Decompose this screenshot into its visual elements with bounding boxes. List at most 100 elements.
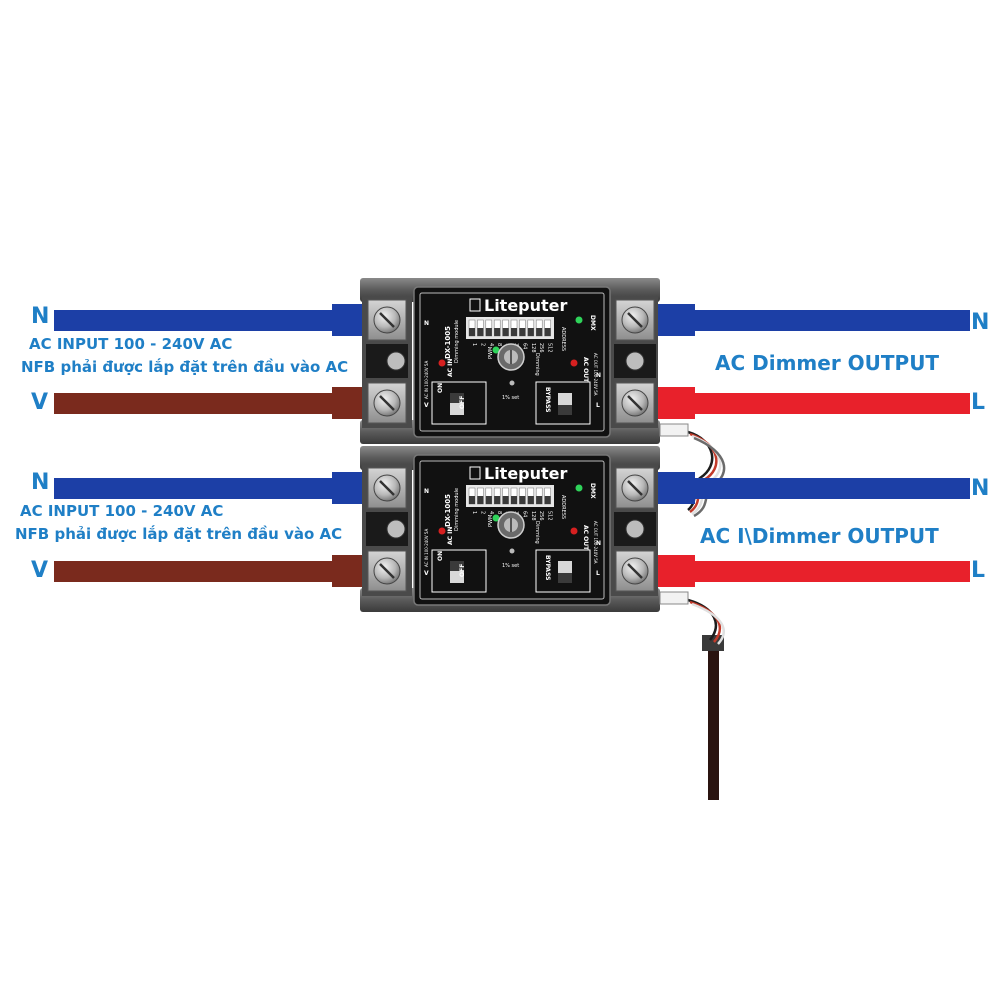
output-rating: AC OUT 100-240V 5A (593, 521, 598, 564)
output-line-wire (690, 561, 970, 582)
brand-mark-icon (469, 298, 481, 312)
dip-switch-lever (527, 496, 534, 504)
pwm-led-icon (492, 346, 500, 354)
dip-switch-lever (494, 328, 501, 336)
dip-switch-lever (469, 328, 475, 336)
dimming-label: Dimming (534, 353, 540, 376)
dip-value-label: 8 (496, 511, 502, 514)
dip-switch-lever (536, 328, 543, 336)
dip-switch-lever (485, 496, 492, 504)
dip-switch-lever (477, 496, 484, 504)
dip-value-label: 512 (547, 343, 553, 353)
output-line-wire (690, 393, 970, 414)
terminal-n-out-label: N (596, 540, 601, 547)
output-rating: AC OUT 100-240V 5A (593, 353, 598, 396)
dip-switch-lever (519, 328, 526, 336)
terminal-n-in-label: N (424, 320, 429, 327)
pwm-led-icon (492, 514, 500, 522)
dip-switch-lever (536, 496, 543, 504)
dip-switch-lever (544, 328, 551, 336)
screw-slot (627, 480, 643, 496)
dip-value-label: 256 (538, 343, 544, 353)
dip-value-label: 1 (471, 511, 477, 514)
output-neutral-wire (690, 478, 970, 499)
ac-out-label: AC OUT (582, 525, 589, 551)
input-title-1: AC INPUT 100 - 240V AC (29, 335, 233, 353)
min-set-label: 1% set (502, 563, 519, 569)
input-note-2: NFB phải được lắp đặt trên đầu vào AC (15, 525, 343, 543)
address-label: ADDRESS (560, 327, 566, 351)
screw-slot (379, 563, 395, 579)
min-set-trim-icon (509, 548, 515, 554)
screw-slot (379, 480, 395, 496)
output-neutral-wire-end (655, 472, 695, 504)
input-v-label-1: V (31, 390, 49, 415)
terminal-l-label: L (596, 402, 600, 409)
dimming-label: Dimming (534, 521, 540, 544)
min-set-label: 1% set (502, 395, 519, 401)
input-n-label-1: N (31, 304, 50, 329)
clamp-screw-icon (386, 519, 406, 539)
output-neutral-wire-end (655, 304, 695, 336)
output-line-wire-end (655, 387, 695, 419)
model-subtitle: Dimming module (454, 320, 460, 363)
brand-logo: Liteputer (484, 296, 568, 315)
dip-value-label: 64 (521, 511, 527, 517)
power-switch-frame (431, 381, 487, 425)
dip-switch-lever (519, 496, 526, 504)
dip-switch-lever (511, 496, 517, 504)
dip-value-label: 4 (488, 343, 494, 346)
off-label: OFF (459, 564, 466, 577)
model-name: DX-1005 (444, 494, 452, 527)
panel-border (419, 460, 605, 600)
clamp-screw-icon (625, 351, 645, 371)
pwm-label: PWM (488, 515, 494, 527)
screw-slot (627, 395, 643, 411)
min-set-trim-icon (509, 380, 515, 386)
terminal-l-label: L (596, 570, 600, 577)
dmx-connector (659, 591, 689, 605)
dmx-label: DMX (589, 483, 596, 499)
off-label: OFF (459, 396, 466, 409)
dip-value-label: 2 (479, 343, 485, 346)
power-switch-frame (431, 549, 487, 593)
panel-border (419, 292, 605, 432)
dip-value-label: 4 (488, 511, 494, 514)
ac-in-led-icon (438, 527, 446, 535)
input-v-label-2: V (31, 558, 49, 583)
dip-switch-lever (502, 496, 509, 504)
screw-slot (379, 395, 395, 411)
pwm-label: PWM (488, 347, 494, 359)
screw-slot (627, 312, 643, 328)
input-line-wire (54, 393, 344, 414)
dip-switch-lever (527, 328, 534, 336)
dip-switch-lever (511, 328, 517, 336)
signal-cable-connector (702, 635, 724, 651)
dip-value-label: 8 (496, 343, 502, 346)
output-n-label-1: N (971, 310, 990, 335)
ac-out-label: AC OUT (582, 357, 589, 383)
input-rating: AC IN 100-240V 5A (424, 361, 429, 399)
input-neutral-wire (54, 310, 344, 331)
output-n-label-2: N (971, 476, 990, 501)
ac-in-label: AC IN (447, 359, 454, 377)
input-n-label-2: N (31, 470, 50, 495)
dmx-led-icon (575, 484, 583, 492)
bypass-label: BYPASS (544, 555, 551, 580)
dip-value-label: 64 (521, 343, 527, 349)
screw-slot (379, 312, 395, 328)
dip-switch-lever (477, 328, 484, 336)
input-note-1: NFB phải được lắp đặt trên đầu vào AC (21, 358, 349, 376)
clamp-screw-icon (386, 351, 406, 371)
signal-cable (708, 648, 719, 800)
ac-in-label: AC IN (447, 527, 454, 545)
terminal-v-label: V (424, 402, 429, 409)
input-neutral-wire (54, 478, 344, 499)
bypass-switch-lever (558, 405, 572, 415)
dip-switch-lever (485, 328, 492, 336)
ac-in-led-icon (438, 359, 446, 367)
dip-value-label: 1 (471, 343, 477, 346)
input-title-2: AC INPUT 100 - 240V AC (20, 502, 224, 520)
